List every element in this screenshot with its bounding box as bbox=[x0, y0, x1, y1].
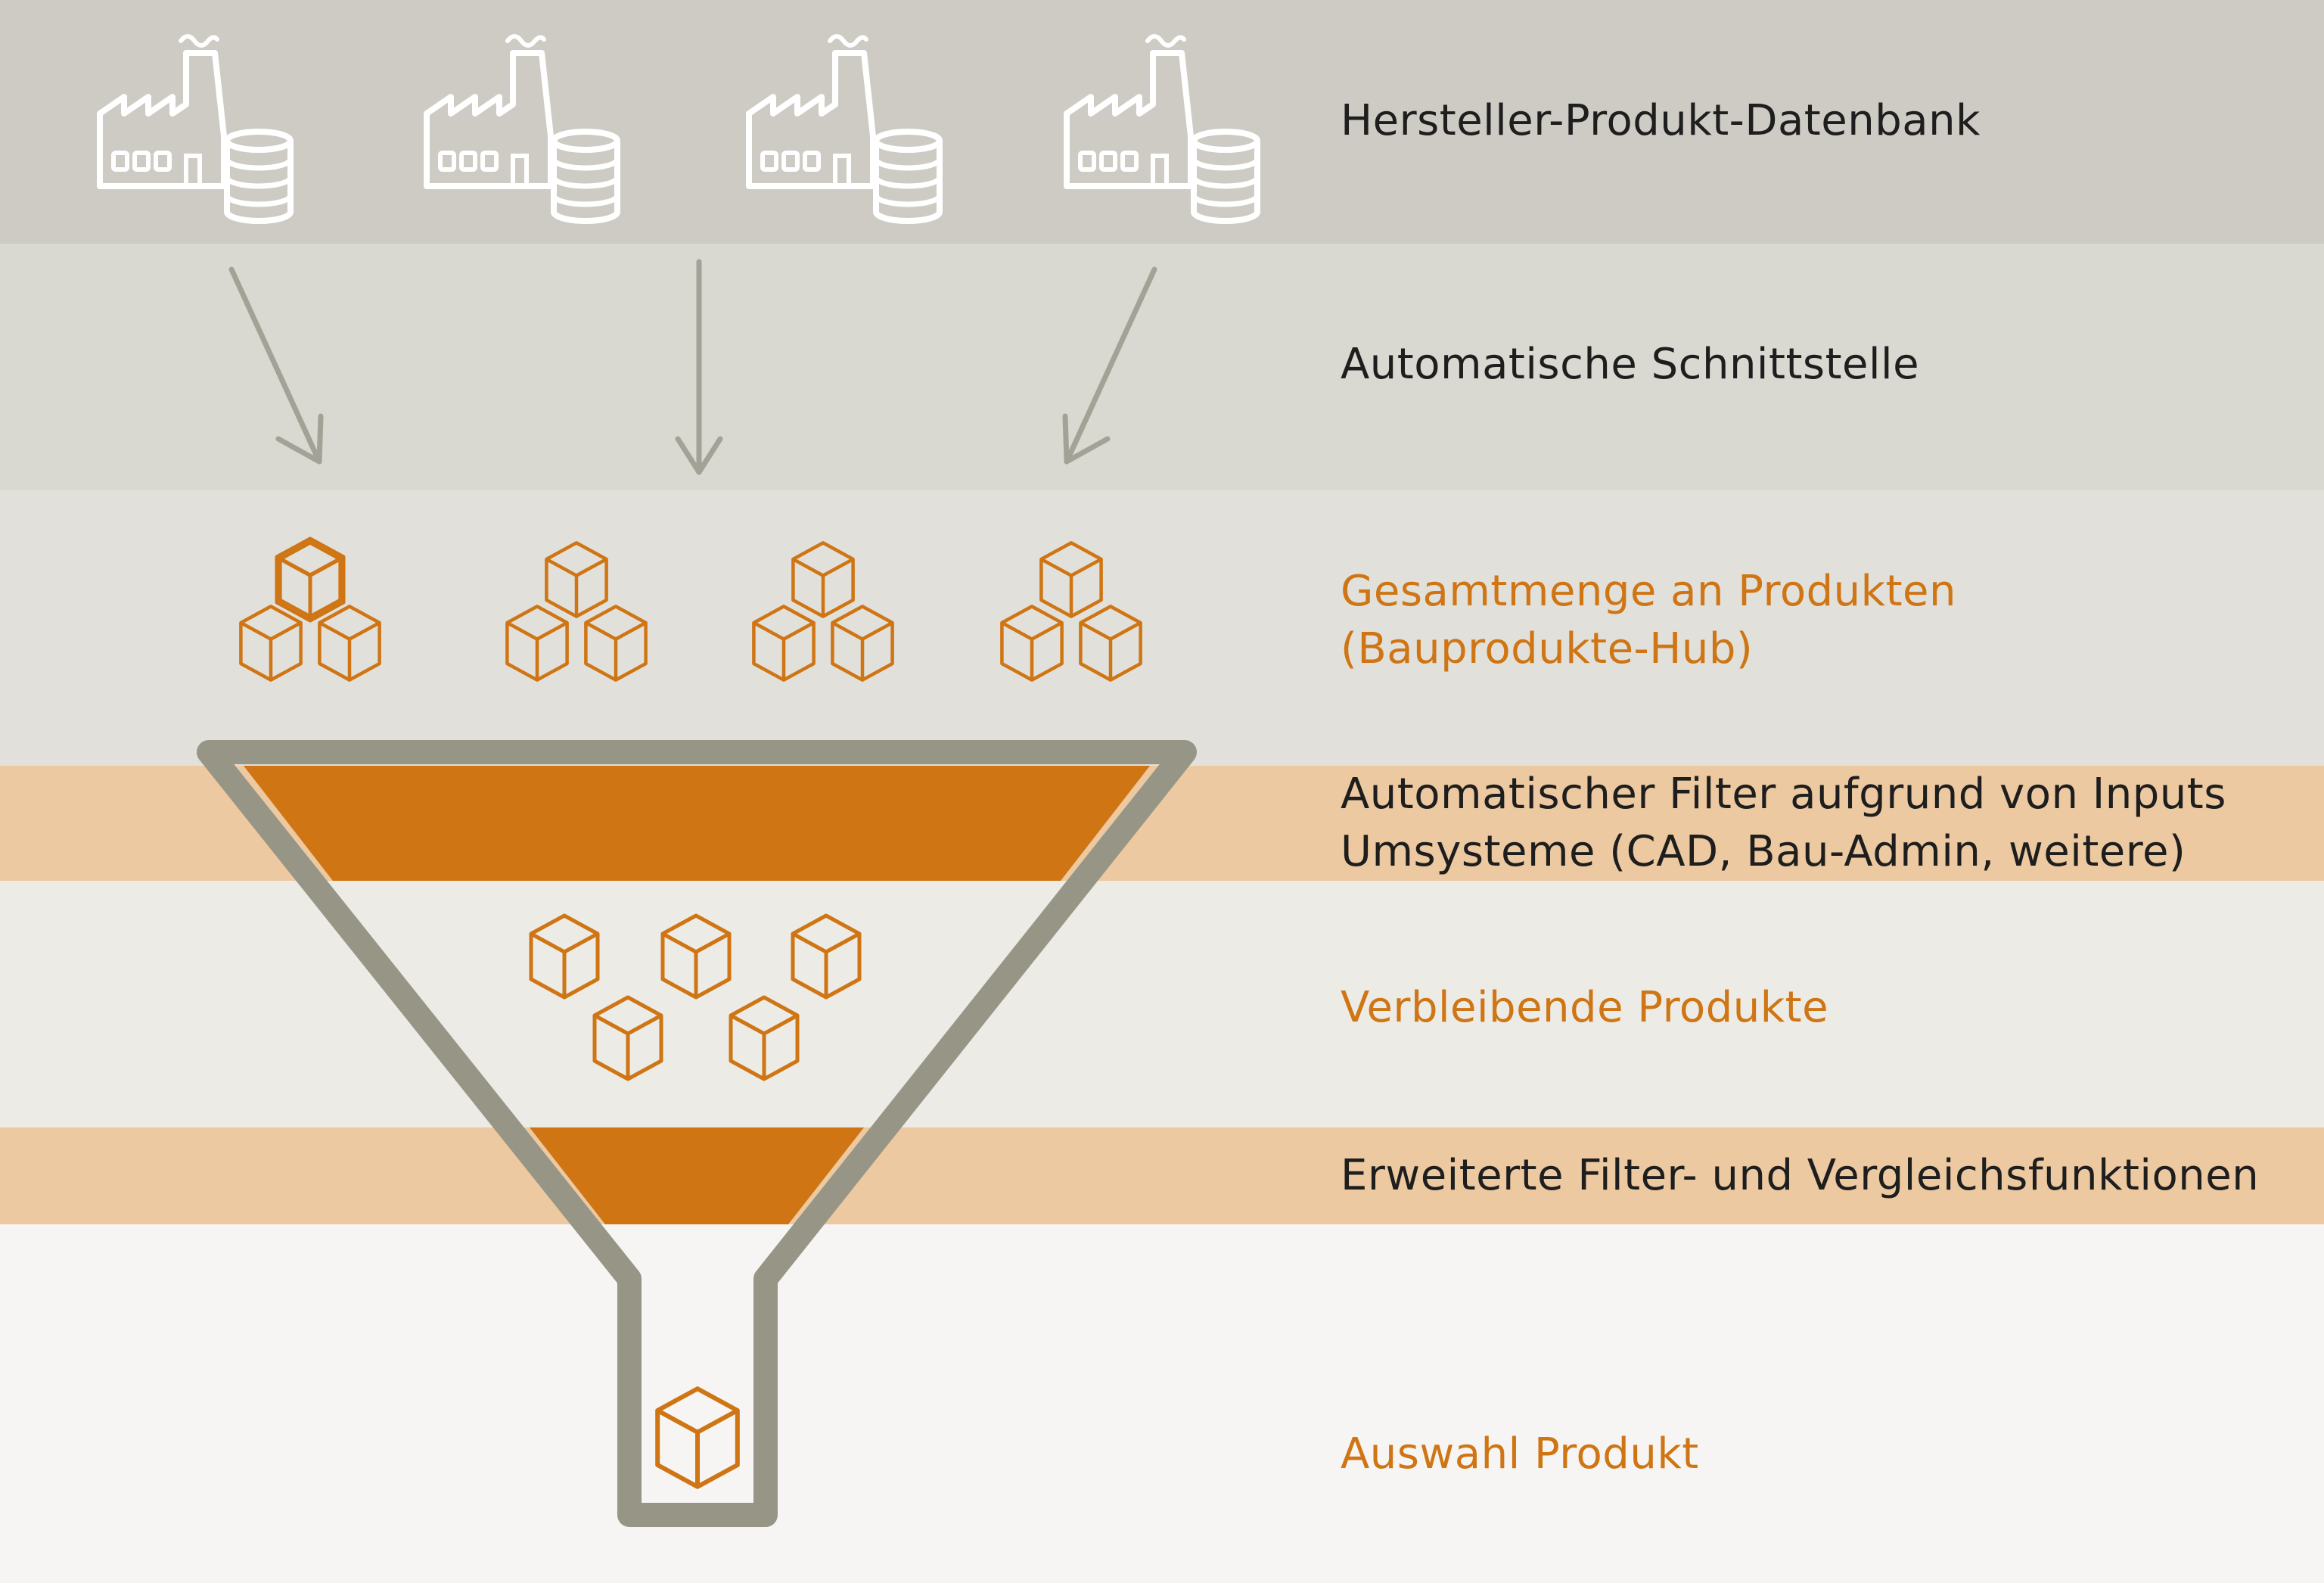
label-auto-filter: Automatischer Filter aufgrund von Inputs… bbox=[1341, 770, 2226, 876]
cube-icon bbox=[731, 997, 797, 1079]
band-selection bbox=[0, 1224, 2324, 1583]
cube-icon bbox=[793, 916, 859, 997]
label-extended-filter: Erweiterte Filter- und Vergleichsfunktio… bbox=[1341, 1151, 2260, 1200]
cube-icon bbox=[531, 916, 598, 997]
cube-stack-4 bbox=[1002, 543, 1140, 680]
label-total: Gesamtmenge an Produkten (Bauprodukte-Hu… bbox=[1341, 567, 1956, 673]
band-remaining bbox=[0, 881, 2324, 1127]
funnel-outline bbox=[197, 740, 1197, 1527]
cube-stack-3 bbox=[753, 543, 892, 680]
arrow-down-icon bbox=[675, 259, 723, 475]
factory-database-icon bbox=[100, 36, 290, 221]
label-interface: Automatische Schnittstelle bbox=[1341, 340, 1920, 389]
cube-stack-2 bbox=[507, 543, 645, 680]
arrow-down-icon bbox=[1062, 266, 1157, 465]
band-total bbox=[0, 490, 2324, 766]
band-extended-filter bbox=[0, 1127, 2324, 1224]
label-database: Hersteller-Produkt-Datenbank bbox=[1341, 96, 1981, 145]
band-interface bbox=[0, 244, 2324, 490]
cube-icon bbox=[663, 916, 729, 997]
factory-database-icon bbox=[427, 36, 617, 221]
funnel-filter-stage-1 bbox=[244, 766, 1150, 881]
funnel-filter-stage-2 bbox=[530, 1127, 864, 1224]
label-remaining: Verbleibende Produkte bbox=[1341, 983, 1829, 1032]
selected-cube-icon bbox=[657, 1389, 738, 1487]
arrow-down-icon bbox=[228, 266, 324, 465]
remaining-cubes bbox=[531, 916, 859, 1079]
cube-stack-1 bbox=[241, 543, 379, 680]
factory-database-icon bbox=[1067, 36, 1257, 221]
factory-database-icon bbox=[749, 36, 940, 221]
label-selection: Auswahl Produkt bbox=[1341, 1429, 1699, 1479]
cube-icon bbox=[595, 997, 661, 1079]
